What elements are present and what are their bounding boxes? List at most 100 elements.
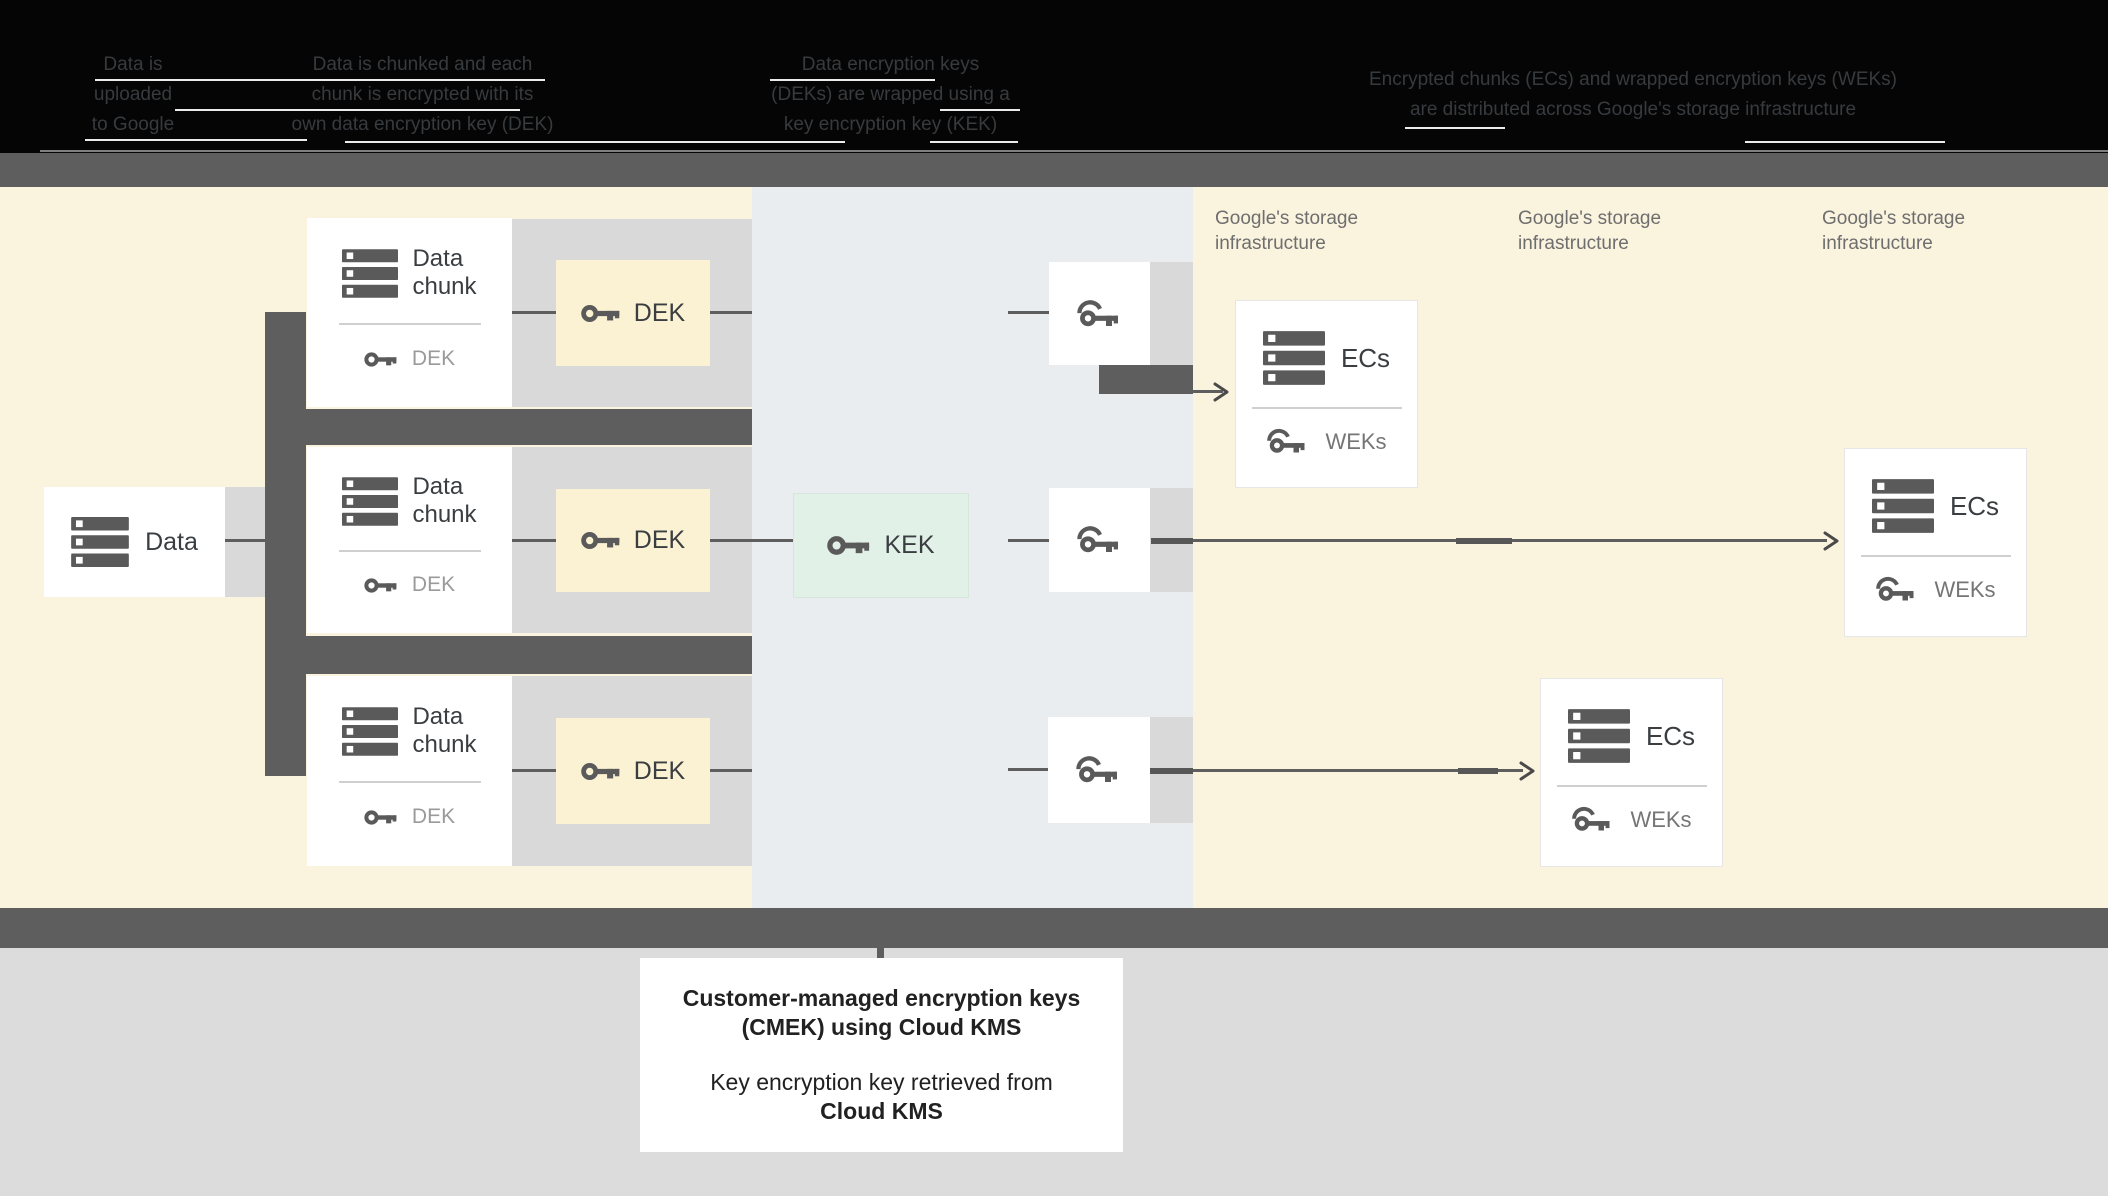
arrow-1-line <box>1193 390 1223 393</box>
ec-box-2-key-label: WEKs <box>1934 576 1996 602</box>
underline-streak <box>345 141 845 143</box>
top-gray-bar <box>0 153 2108 187</box>
note-connector-notch <box>877 948 884 959</box>
step-2-line-3: own data encryption key (DEK) <box>291 114 554 135</box>
dek-box-2: DEK <box>556 489 710 592</box>
underline-streak <box>95 79 545 81</box>
step-3-line-3: key encryption key (KEK) <box>783 114 998 135</box>
ec-box-3-title: ECs <box>1645 720 1696 751</box>
row-gap-bar-1 <box>306 409 752 445</box>
wrap1-in-line <box>1008 311 1049 314</box>
data-chunk-2-key-label: DEK <box>411 573 456 596</box>
storage-label-3-line-1: Google's storage <box>1822 208 1966 229</box>
kek-box: KEK <box>793 493 969 598</box>
data-chunk-3-key-row: DEK <box>364 805 455 829</box>
arrow-2-thick-segment <box>1151 538 1193 544</box>
data-chunk-2-key-row: DEK <box>364 573 455 597</box>
storage-label-1-line-1: Google's storage <box>1215 208 1359 229</box>
chunk-divider <box>338 550 481 552</box>
step-2-description: Data is chunked and each chunk is encryp… <box>250 50 595 140</box>
server-icon <box>342 248 399 298</box>
wrapped-key-icon <box>1266 427 1310 456</box>
trunk-bar <box>265 312 306 776</box>
chunk-divider <box>338 781 481 783</box>
dek-box-2-label: DEK <box>633 526 686 554</box>
ec-box-3-key-row: WEKs <box>1571 805 1692 834</box>
cmek-note-title-line-1: Customer-managed encryption keys <box>682 985 1081 1011</box>
ec-box-3-key-label: WEKs <box>1630 806 1692 832</box>
data-chunk-3-title-line-2: chunk <box>412 731 477 758</box>
data-chunk-3-title: Data chunk <box>412 703 476 759</box>
server-icon <box>1567 709 1630 763</box>
ec-divider <box>1251 407 1402 409</box>
underline-streak <box>85 139 307 141</box>
server-icon <box>342 706 399 756</box>
wrap-key-box-2 <box>1049 488 1150 592</box>
ec-box-1-key-row: WEKs <box>1266 427 1387 456</box>
ec-box-1-key-label: WEKs <box>1325 428 1387 454</box>
storage-label-2-line-2: infrastructure <box>1518 233 1629 254</box>
wrapped-key-icon <box>1075 754 1123 786</box>
server-icon <box>1262 331 1325 385</box>
dek-box-1-label: DEK <box>633 298 686 327</box>
ec-box-2-key-row: WEKs <box>1875 575 1996 604</box>
step-1-line-1: Data is <box>103 54 163 75</box>
storage-label-3: Google's storage infrastructure <box>1822 206 1965 256</box>
storage-label-3-line-2: infrastructure <box>1822 233 1933 254</box>
ec-box-1: ECs WEKs <box>1235 300 1418 488</box>
step-1-description: Data is uploaded to Google <box>38 50 228 140</box>
server-icon <box>1871 479 1934 533</box>
data-chunk-box-3: Data chunk DEK <box>307 676 512 866</box>
dek-box-1: DEK <box>556 260 710 366</box>
key-icon <box>581 529 621 552</box>
wrapped-key-icon <box>1076 524 1124 556</box>
underline-streak <box>940 109 1020 111</box>
storage-label-1-line-2: infrastructure <box>1215 233 1326 254</box>
storage-label-2: Google's storage infrastructure <box>1518 206 1661 256</box>
cmek-note-body-line-1: Key encryption key retrieved from <box>710 1069 1053 1095</box>
data-box: Data <box>44 487 225 597</box>
chunk3-to-dek3-line <box>512 769 556 772</box>
data-chunk-1-header: Data chunk <box>342 245 477 301</box>
dek1-out-line <box>710 311 752 314</box>
step-1-line-3: to Google <box>91 114 175 135</box>
step-3-line-1: Data encryption keys <box>801 54 980 75</box>
ec-divider <box>1860 555 2011 557</box>
server-icon <box>342 476 399 526</box>
ec-box-1-header: ECs <box>1262 331 1390 385</box>
ec-box-2-title: ECs <box>1949 490 2000 521</box>
step-4-line-1: Encrypted chunks (ECs) and wrapped encry… <box>1369 69 1897 90</box>
data-chunk-1-title: Data chunk <box>412 245 476 301</box>
ec-divider <box>1556 785 1707 787</box>
underline-streak <box>1745 141 1945 143</box>
underline-streak <box>1405 127 1505 129</box>
key-icon <box>364 350 398 369</box>
arrow-3-head <box>1519 761 1535 781</box>
key-icon <box>827 533 871 558</box>
data-chunk-1-title-line-1: Data <box>412 245 464 272</box>
chunk1-to-dek1-line <box>512 311 556 314</box>
ec-box-2-header: ECs <box>1871 479 2000 533</box>
ec-box-2: ECs WEKs <box>1844 448 2027 637</box>
storage-label-1: Google's storage infrastructure <box>1215 206 1358 256</box>
server-icon <box>71 517 129 567</box>
arrow-3-thick-segment <box>1150 768 1193 774</box>
wrap3-in-line <box>1008 768 1048 771</box>
data-chunk-2-title-line-2: chunk <box>412 501 477 528</box>
data-chunk-box-1: Data chunk DEK <box>307 218 512 407</box>
wrapped-key-icon <box>1076 298 1124 330</box>
underline-streak <box>930 141 1018 143</box>
header-divider-line <box>40 150 2108 152</box>
kek-to-wrap2-line <box>1008 539 1049 542</box>
data-chunk-2-title-line-1: Data <box>412 473 464 500</box>
wrap-key-box-3 <box>1048 717 1150 823</box>
ec-box-3-header: ECs <box>1567 709 1696 763</box>
storage-label-2-line-1: Google's storage <box>1518 208 1662 229</box>
ec-box-3: ECs WEKs <box>1540 678 1723 867</box>
dek2-to-kek-line <box>710 539 793 542</box>
cmek-note-title-line-2: (CMEK) using Cloud KMS <box>741 1014 1022 1040</box>
step-1-line-2: uploaded <box>93 84 173 105</box>
cmek-note-box: Customer-managed encryption keys (CMEK) … <box>640 958 1123 1152</box>
wrap-key-box-1 <box>1049 262 1150 365</box>
